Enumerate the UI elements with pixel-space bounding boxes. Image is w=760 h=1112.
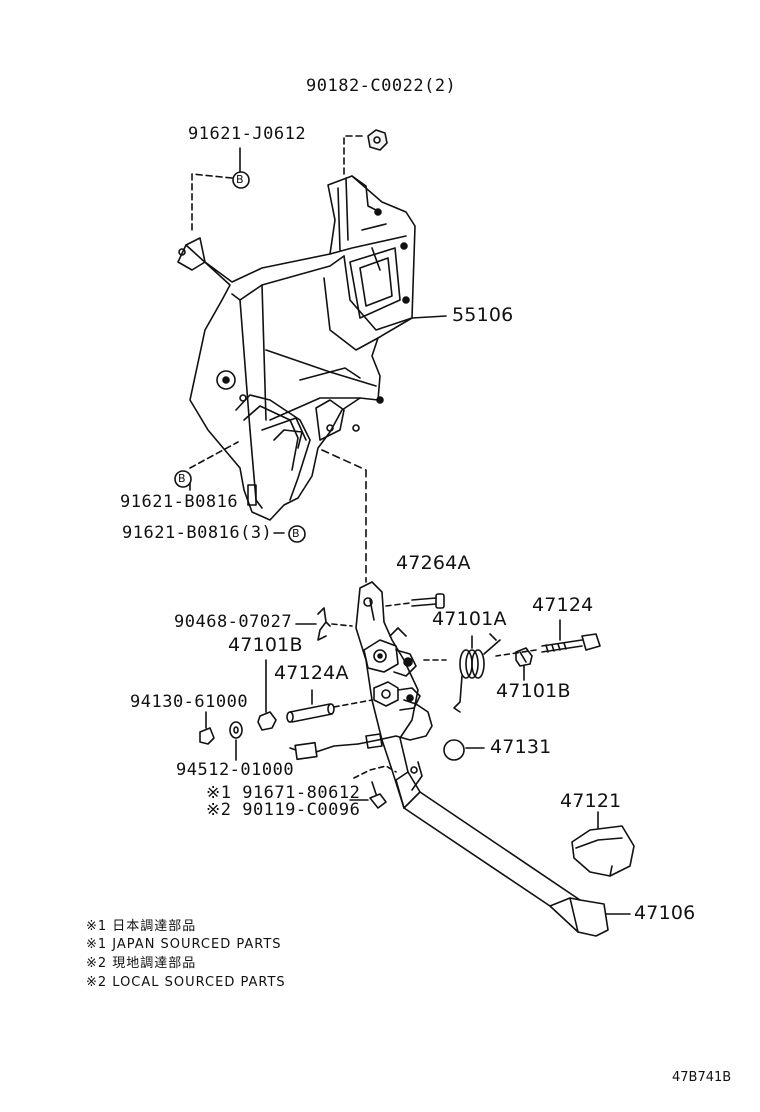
assembly-guide-line (321, 449, 367, 583)
label-55106: 55106 (452, 304, 514, 326)
label-91621-b0816: 91621-B0816 (120, 492, 239, 512)
marker-b-top (232, 171, 250, 189)
note-japan-jp: ※1 日本調達部品 (86, 919, 197, 934)
label-47106: 47106 (634, 902, 696, 924)
leader-screw-to-arm (353, 765, 397, 779)
marker-b-bottom-letter: B (292, 527, 300, 540)
diagram-code: 47B741B (672, 1070, 732, 1085)
marker-b-mid-letter: B (178, 472, 186, 485)
pedal-bracket-drawing (177, 175, 416, 521)
pedal-arm-drawing (355, 581, 609, 937)
washer-94512-drawing (229, 721, 243, 739)
spring-47101a-drawing (453, 633, 501, 713)
pedal-hub-drawing (357, 627, 433, 745)
pin-47124a-drawing (286, 703, 335, 723)
label-47101a: 47101A (432, 608, 507, 630)
marker-b-top-letter: B (236, 173, 244, 186)
pedal-pad-47121-drawing (571, 825, 635, 877)
label-91621-b0816-3: 91621-B0816(3) (122, 523, 273, 543)
bushing-47101b-left-drawing (257, 711, 277, 731)
bushing-47101b-right-drawing (515, 647, 533, 667)
leader-90182 (343, 135, 363, 179)
label-91621-j0612: 91621-J0612 (188, 124, 307, 144)
label-94512-01000: 94512-01000 (176, 760, 295, 780)
marker-b-bottom (288, 525, 306, 543)
sensor-wire-drawing (289, 733, 383, 761)
note-local-en: ※2 LOCAL SOURCED PARTS (86, 975, 286, 990)
leader-pin-to-arm (333, 699, 373, 708)
label-91671-80612: ※1 91671-80612 (206, 783, 361, 803)
label-90119-c0096: ※2 90119-C0096 (206, 800, 361, 820)
note-local-jp: ※2 現地調達部品 (86, 956, 197, 971)
leader-b-lower (189, 441, 239, 469)
label-47121: 47121 (560, 790, 622, 812)
label-47264a: 47264A (396, 552, 471, 574)
clip-90468-drawing (317, 607, 331, 641)
leader-47264a (385, 602, 411, 607)
label-90468-07027: 90468-07027 (174, 612, 293, 632)
bolt-47264a-drawing (411, 593, 445, 609)
leader-b-top (191, 173, 233, 231)
screw-91671-drawing (369, 781, 387, 809)
nut-94130-drawing (199, 727, 215, 745)
label-47101b-right: 47101B (496, 680, 571, 702)
bolt-47124-drawing (541, 633, 601, 653)
stop-47131-drawing (443, 739, 465, 761)
label-47124: 47124 (532, 594, 594, 616)
label-47131: 47131 (490, 736, 552, 758)
marker-b-mid (174, 470, 192, 488)
label-94130-61000: 94130-61000 (130, 692, 249, 712)
label-47124a: 47124A (274, 662, 349, 684)
leader-55106 (411, 315, 447, 319)
label-47101b-left: 47101B (228, 634, 303, 656)
label-90182-c0022: 90182-C0022(2) (306, 76, 457, 96)
leader-90468-to-arm (331, 623, 353, 627)
nut-90182-drawing (367, 129, 388, 151)
note-japan-en: ※1 JAPAN SOURCED PARTS (86, 937, 282, 952)
